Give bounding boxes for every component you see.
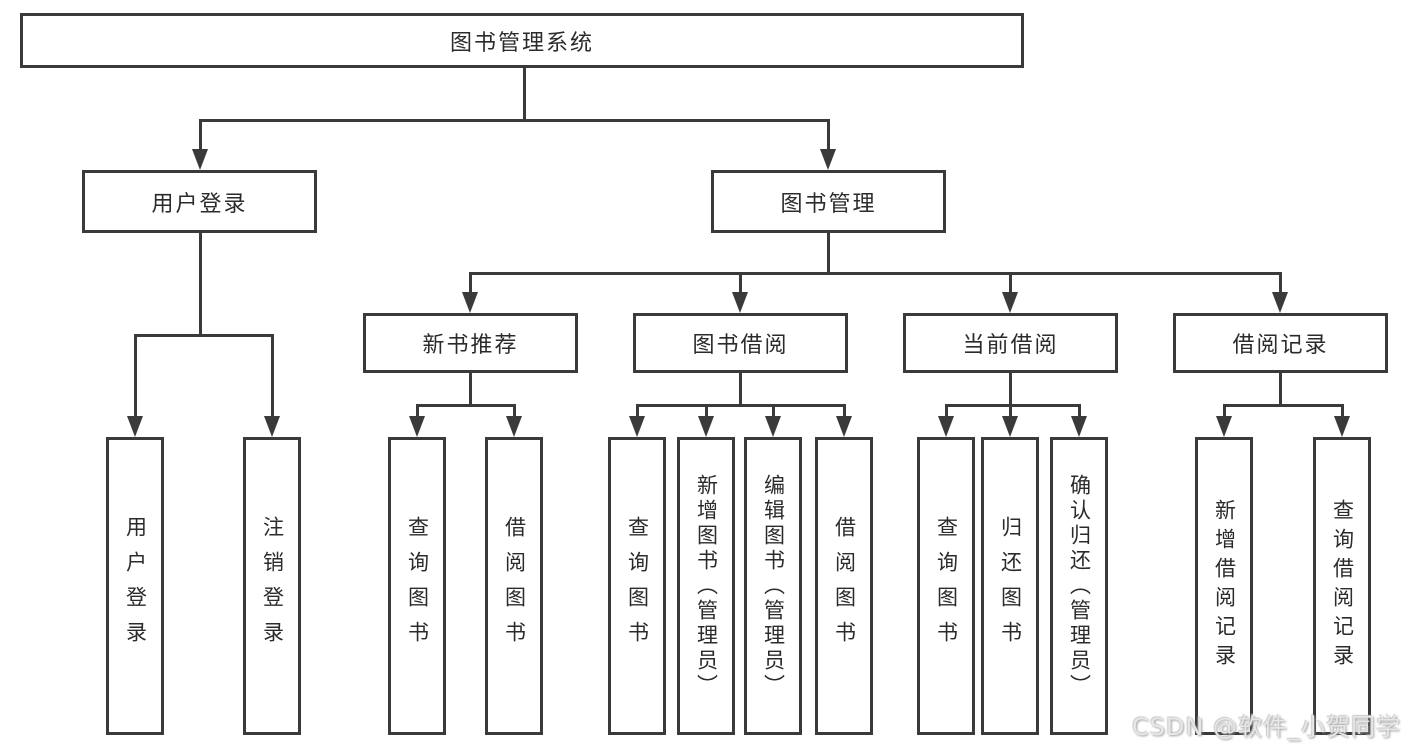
node-leaf-confirm-return-admin: 确认归还（管理员）	[1050, 437, 1108, 735]
connector-line	[1278, 373, 1282, 405]
connector-line	[1008, 273, 1012, 295]
connector-line	[468, 273, 472, 295]
node-leaf-borrow-books-2: 借阅图书	[815, 437, 873, 735]
node-label-leaf-edit-books-admin: 编辑图书（管理员）	[761, 473, 786, 699]
node-leaf-return-books: 归还图书	[981, 437, 1039, 735]
connector-line	[1340, 405, 1344, 419]
arrowhead-down-icon	[732, 292, 748, 313]
node-label-leaf-query-books-1: 查询图书	[405, 516, 430, 656]
arrowhead-down-icon	[765, 416, 781, 437]
connector-line	[1008, 373, 1012, 405]
node-label-leaf-logout: 注销登录	[260, 516, 285, 656]
node-leaf-query-borrow-record: 查询借阅记录	[1313, 437, 1371, 735]
arrowhead-down-icon	[1272, 292, 1288, 313]
connector-line	[512, 405, 516, 419]
arrowhead-down-icon	[1071, 416, 1087, 437]
node-borrowing-records: 借阅记录	[1173, 313, 1388, 373]
node-label-leaf-return-books: 归还图书	[998, 516, 1023, 656]
node-label-leaf-add-borrow-record: 新增借阅记录	[1212, 499, 1237, 673]
node-leaf-query-books-1: 查询图书	[388, 437, 446, 735]
connector-line	[944, 405, 948, 419]
arrowhead-down-icon	[836, 416, 852, 437]
node-book-management: 图书管理	[711, 170, 946, 233]
connector-line	[1222, 405, 1226, 419]
connector-line	[1077, 405, 1081, 419]
connector-line	[468, 271, 1282, 275]
node-leaf-logout: 注销登录	[243, 437, 301, 735]
node-leaf-query-books-3: 查询图书	[917, 437, 975, 735]
node-label-leaf-confirm-return-admin: 确认归还（管理员）	[1067, 473, 1092, 699]
connector-line	[826, 120, 830, 152]
arrowhead-down-icon	[1216, 416, 1232, 437]
node-leaf-borrow-books-1: 借阅图书	[485, 437, 543, 735]
node-leaf-edit-books-admin: 编辑图书（管理员）	[744, 437, 802, 735]
arrowhead-down-icon	[629, 416, 645, 437]
node-leaf-add-books-admin: 新增图书（管理员）	[677, 437, 735, 735]
node-new-book-recommend: 新书推荐	[363, 313, 578, 373]
connector-line	[133, 335, 137, 419]
arrowhead-down-icon	[462, 292, 478, 313]
connector-line	[842, 405, 846, 419]
connector-line	[270, 335, 274, 419]
connector-line	[133, 333, 274, 337]
node-label-book-borrowing: 图书借阅	[692, 333, 789, 358]
node-root: 图书管理系统	[20, 13, 1024, 68]
node-current-borrowing: 当前借阅	[903, 313, 1118, 373]
node-leaf-add-borrow-record: 新增借阅记录	[1195, 437, 1253, 735]
connector-line	[1278, 273, 1282, 295]
connector-line	[198, 118, 830, 122]
node-label-leaf-borrow-books-2: 借阅图书	[832, 516, 857, 656]
node-user-login: 用户登录	[82, 170, 317, 233]
node-label-current-borrowing: 当前借阅	[962, 333, 1059, 358]
arrowhead-down-icon	[192, 149, 208, 170]
connector-line	[704, 405, 708, 419]
node-leaf-user-login: 用户登录	[106, 437, 164, 735]
connector-line	[1008, 405, 1012, 419]
arrowhead-down-icon	[820, 149, 836, 170]
arrowhead-down-icon	[1334, 416, 1350, 437]
node-leaf-query-books-2: 查询图书	[608, 437, 666, 735]
connector-line	[635, 403, 846, 407]
node-label-new-book-recommend: 新书推荐	[422, 333, 519, 358]
arrowhead-down-icon	[1002, 416, 1018, 437]
connector-line	[826, 233, 830, 273]
csdn-watermark: CSDN @软件_小贺同学	[1131, 713, 1401, 741]
connector-line	[415, 405, 419, 419]
node-label-user-login: 用户登录	[151, 191, 248, 217]
arrowhead-down-icon	[409, 416, 425, 437]
node-label-leaf-query-books-2: 查询图书	[625, 516, 650, 656]
connector-line	[522, 68, 526, 120]
connector-line	[635, 405, 639, 419]
node-label-leaf-add-books-admin: 新增图书（管理员）	[694, 473, 719, 699]
node-label-borrowing-records: 借阅记录	[1232, 333, 1329, 358]
arrowhead-down-icon	[698, 416, 714, 437]
connector-line	[738, 373, 742, 405]
connector-line	[468, 373, 472, 405]
arrowhead-down-icon	[1002, 292, 1018, 313]
arrowhead-down-icon	[264, 416, 280, 437]
node-label-leaf-query-borrow-record: 查询借阅记录	[1330, 499, 1355, 673]
node-book-borrowing: 图书借阅	[633, 313, 848, 373]
connector-line	[415, 403, 516, 407]
node-label-root: 图书管理系统	[449, 30, 594, 56]
node-label-leaf-borrow-books-1: 借阅图书	[502, 516, 527, 656]
connector-line	[944, 403, 1081, 407]
connector-line	[738, 273, 742, 295]
arrowhead-down-icon	[506, 416, 522, 437]
connector-line	[1222, 403, 1344, 407]
arrowhead-down-icon	[127, 416, 143, 437]
node-label-book-management: 图书管理	[780, 191, 877, 217]
arrowhead-down-icon	[938, 416, 954, 437]
node-label-leaf-query-books-3: 查询图书	[934, 516, 959, 656]
connector-line	[198, 233, 202, 335]
connector-line	[198, 120, 202, 152]
node-label-leaf-user-login: 用户登录	[123, 516, 148, 656]
connector-line	[771, 405, 775, 419]
